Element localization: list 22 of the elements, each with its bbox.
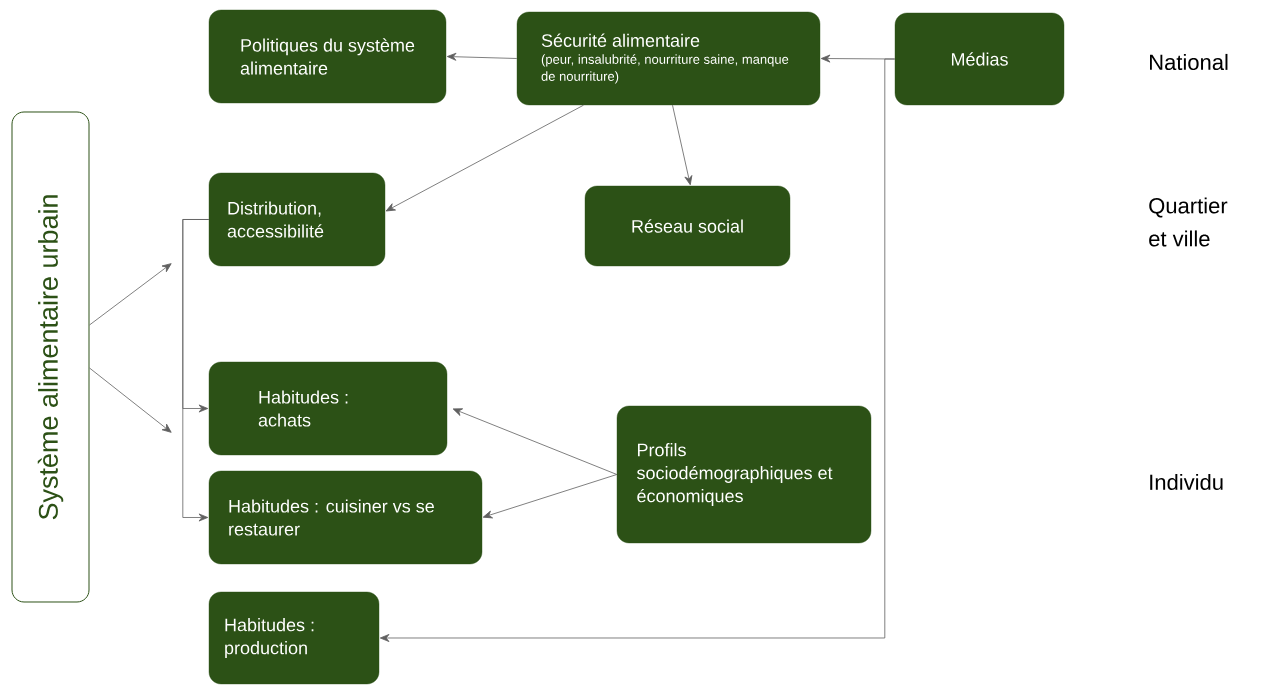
process-box: Sécurité alimentaire (peur, insalubrité, nourriture saine, manque de nourriture) [516,11,821,106]
process-box: Politiques du système alimentaire [208,9,447,104]
level-label: Individu [1150,473,1223,491]
level-label: Quartier et ville [1149,197,1228,247]
arrow [379,58,896,642]
process-box: Habitudes : production [208,591,380,685]
process-box: Habitudes : achats [208,361,448,456]
process-box: Médias [894,12,1065,106]
arrow [446,52,518,61]
arrow [452,408,618,475]
arrow [89,263,172,326]
arrow [89,367,172,433]
arrow [672,104,693,186]
vertical-label-box: Système alimentaire urbain [11,111,90,603]
arrow [482,474,618,519]
arrow [182,219,210,522]
level-label: National [1150,53,1228,71]
process-box: Profils sociodémographiques et économiques [616,405,872,544]
process-box: Habitudes : cuisiner vs se restaurer [208,470,483,565]
process-box: Réseau social [584,185,791,267]
arrow [385,104,584,212]
process-box: Distribution, accessibilité [208,172,386,267]
